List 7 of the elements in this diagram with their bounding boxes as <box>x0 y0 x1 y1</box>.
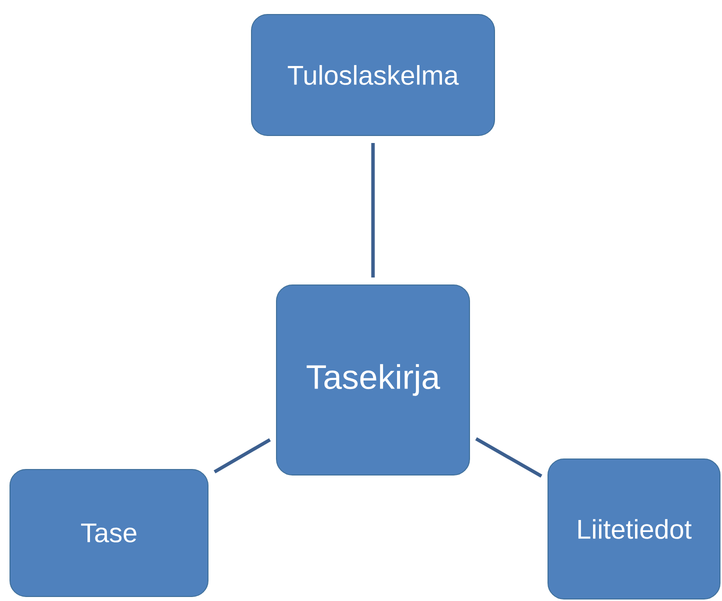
process-box: Tase <box>10 469 208 597</box>
connector-line <box>371 143 375 278</box>
connector-line <box>214 438 271 474</box>
process-box: Tuloslaskelma <box>251 14 495 136</box>
center-box: Tasekirja <box>276 284 470 476</box>
connector-line <box>475 437 542 478</box>
process-box: Liitetiedot <box>548 458 720 600</box>
